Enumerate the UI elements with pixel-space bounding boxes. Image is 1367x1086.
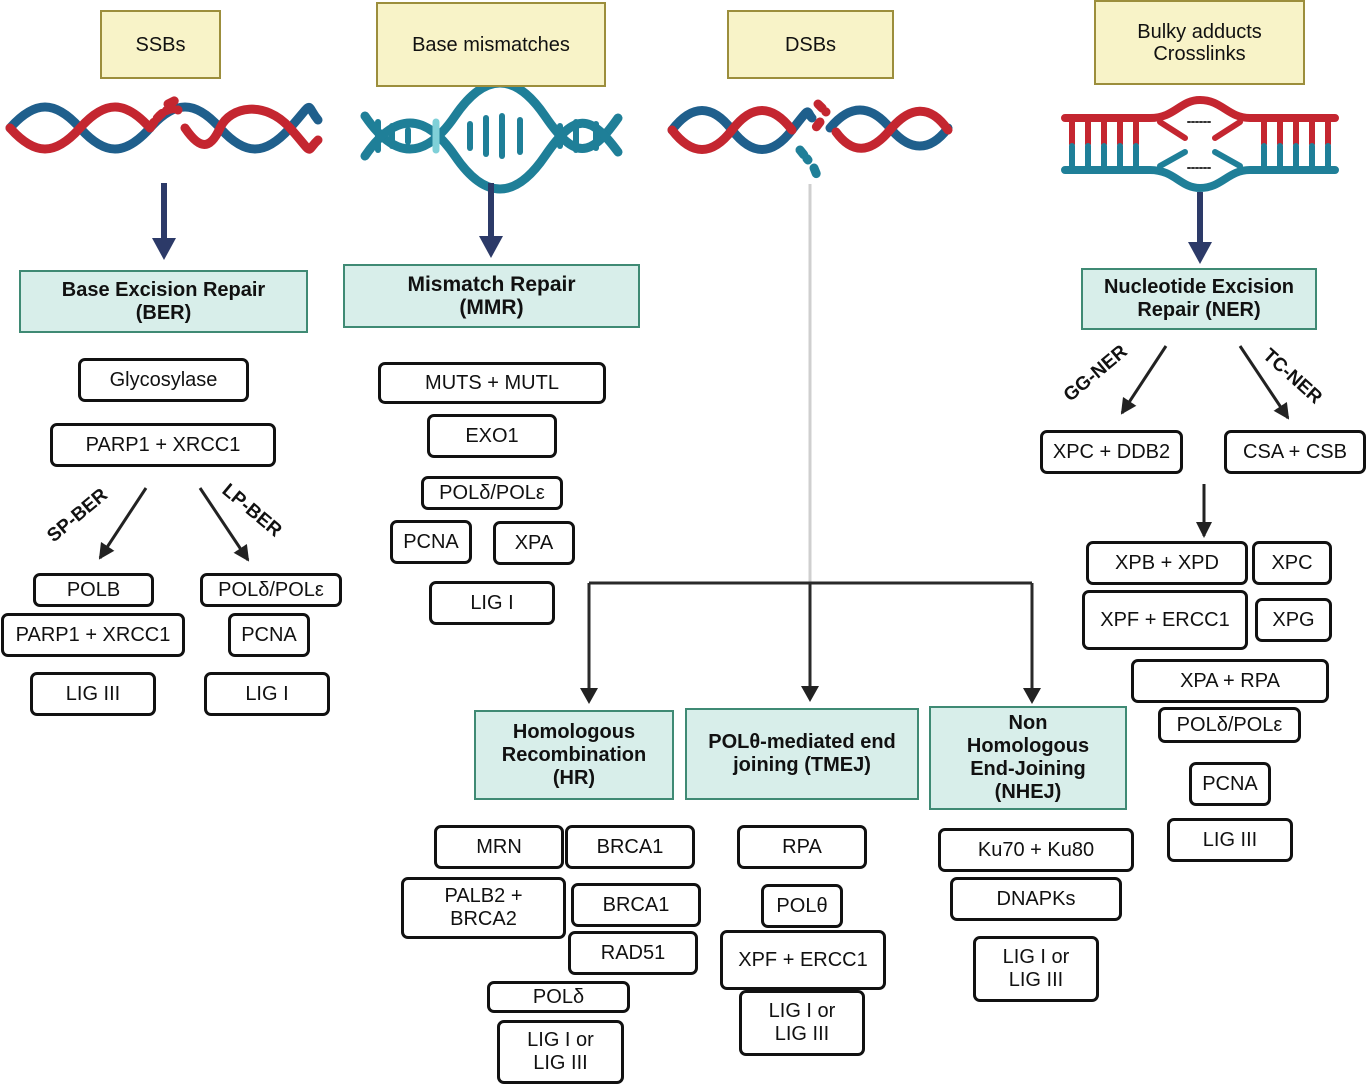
dsb-dna-helix bbox=[667, 99, 953, 183]
ner-xpg: XPG bbox=[1255, 598, 1332, 642]
mmr-exo1: EXO1 bbox=[427, 414, 557, 458]
tmej-lig1-or-lig3: LIG I or LIG III bbox=[739, 990, 865, 1056]
pathway-ner-box: Nucleotide Excision Repair (NER) bbox=[1081, 268, 1317, 330]
dsb-branch-arrowheads bbox=[580, 686, 1041, 704]
tmej-pol-theta: POLθ bbox=[761, 884, 843, 928]
nhej-lig1-or-lig3: LIG I or LIG III bbox=[973, 936, 1099, 1002]
tmej-xpf-ercc1: XPF + ERCC1 bbox=[720, 930, 886, 990]
sp-ber-polb: POLB bbox=[33, 573, 154, 607]
mmr-pcna: PCNA bbox=[390, 520, 472, 564]
ner-pol-delta-epsilon: POLδ/POLε bbox=[1158, 707, 1301, 743]
hr-lig1-or-lig3: LIG I or LIG III bbox=[497, 1020, 624, 1084]
ner-xpa-rpa: XPA + RPA bbox=[1131, 659, 1329, 703]
pathway-ber-box: Base Excision Repair (BER) bbox=[19, 270, 308, 333]
ber-parp1-xrcc1: PARP1 + XRCC1 bbox=[50, 423, 276, 467]
sp-ber-lig3: LIG III bbox=[30, 672, 156, 716]
hr-mrn: MRN bbox=[434, 825, 564, 869]
ssb-dna-helix bbox=[5, 95, 323, 154]
ner-lig3: LIG III bbox=[1167, 818, 1293, 862]
dsb-branch-tree bbox=[587, 184, 1034, 690]
arrowhead-bulky-to-ner bbox=[1188, 242, 1212, 264]
lp-ber-pol-delta-epsilon: POLδ/POLε bbox=[200, 573, 342, 607]
gg-ner-xpc-ddb2: XPC + DDB2 bbox=[1040, 430, 1183, 474]
hr-brca1-first: BRCA1 bbox=[565, 825, 695, 869]
lp-ber-pcna: PCNA bbox=[228, 613, 310, 657]
pathway-mmr-box: Mismatch Repair (MMR) bbox=[343, 264, 640, 328]
ber-glycosylase: Glycosylase bbox=[78, 358, 249, 402]
ner-pcna: PCNA bbox=[1189, 762, 1271, 806]
hr-palb2-brca2: PALB2 + BRCA2 bbox=[401, 877, 566, 939]
mmr-pol-delta-epsilon: POLδ/POLε bbox=[421, 476, 563, 510]
nhej-dnapks: DNAPKs bbox=[950, 877, 1122, 921]
hr-pol-delta: POLδ bbox=[487, 981, 630, 1013]
mismatch-dna-helix bbox=[360, 78, 623, 194]
damage-ssb-box: SSBs bbox=[100, 10, 221, 79]
arrow-tc-ner bbox=[1238, 345, 1290, 420]
arrow-sp-ber bbox=[98, 487, 148, 560]
pathway-tmej-box: POLθ-mediated end joining (TMEJ) bbox=[685, 708, 919, 800]
ner-xpf-ercc1: XPF + ERCC1 bbox=[1082, 590, 1248, 650]
mmr-xpa: XPA bbox=[493, 521, 575, 565]
mmr-muts-mutl: MUTS + MUTL bbox=[378, 362, 606, 404]
pathway-nhej-box: Non Homologous End-Joining (NHEJ) bbox=[929, 706, 1127, 810]
pathway-hr-box: Homologous Recombination (HR) bbox=[474, 710, 674, 800]
damage-mismatch-box: Base mismatches bbox=[376, 2, 606, 87]
arrowhead-ssb-to-ber bbox=[152, 238, 176, 260]
sp-ber-parp1-xrcc1: PARP1 + XRCC1 bbox=[1, 613, 185, 657]
mmr-lig1: LIG I bbox=[429, 581, 555, 625]
arrow-gg-ner bbox=[1120, 345, 1168, 415]
nhej-ku70-ku80: Ku70 + Ku80 bbox=[938, 828, 1134, 872]
hr-brca1-second: BRCA1 bbox=[571, 883, 701, 927]
ner-xpc: XPC bbox=[1252, 541, 1332, 585]
damage-to-pathway-arrows bbox=[152, 183, 1212, 264]
lp-ber-lig1: LIG I bbox=[204, 672, 330, 716]
arrow-lp-ber bbox=[198, 487, 250, 562]
bulky-adduct-dna bbox=[1061, 95, 1339, 193]
tc-ner-csa-csb: CSA + CSB bbox=[1224, 430, 1366, 474]
arrowhead-mismatch-to-mmr bbox=[479, 236, 503, 258]
hr-rad51: RAD51 bbox=[568, 931, 698, 975]
sub-branch-arrows bbox=[98, 345, 1290, 562]
tmej-rpa: RPA bbox=[737, 825, 867, 869]
damage-dsb-box: DSBs bbox=[727, 10, 894, 79]
damage-bulky-box: Bulky adducts Crosslinks bbox=[1094, 0, 1305, 85]
ner-xpb-xpd: XPB + XPD bbox=[1086, 541, 1248, 585]
